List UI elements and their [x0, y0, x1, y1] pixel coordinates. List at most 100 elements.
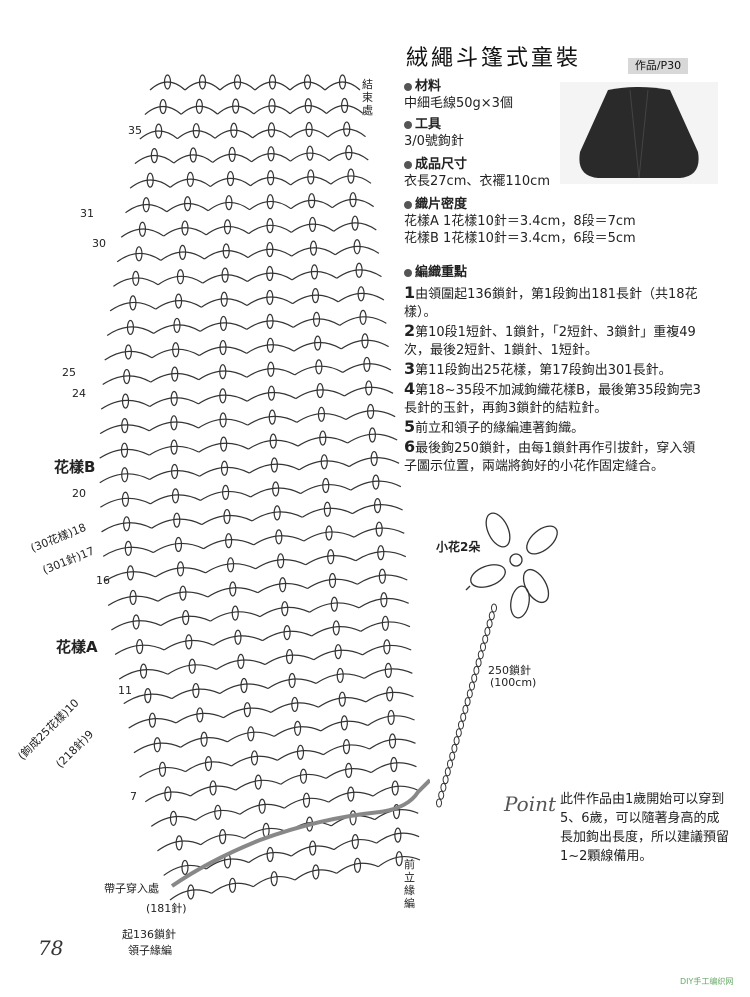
point-mark: Point [504, 792, 557, 816]
page-number: 78 [38, 936, 64, 960]
stitch-bobble [355, 262, 363, 278]
stitch-bobble [136, 638, 144, 655]
stitch-arc [100, 497, 151, 508]
stitch-bobble [173, 317, 181, 334]
stitch-arc [257, 582, 308, 594]
row-31: 31 [80, 207, 94, 220]
stitch-bobble [268, 74, 277, 90]
stitch-arc [290, 199, 333, 210]
stitch-arc [195, 809, 241, 821]
stitch-bobble [384, 662, 392, 678]
stitch-bobble [383, 639, 391, 655]
chain-stitch [491, 603, 497, 613]
stitch-arc [151, 518, 203, 529]
stitch-arc [307, 578, 358, 589]
stitch-bobble [243, 702, 251, 718]
stitch-arc [210, 177, 251, 188]
stitch-arc [270, 702, 319, 713]
stitch-bobble [347, 786, 355, 802]
stitch-arc [250, 176, 292, 187]
stitch-arc [207, 587, 258, 598]
stitch-arc [291, 845, 335, 857]
chain-stitch [471, 673, 478, 683]
stitch-bobble [395, 851, 403, 867]
stitch-bobble [250, 750, 259, 766]
stitch-bobble [146, 172, 154, 188]
stitch-bobble [361, 333, 369, 349]
chain-stitch [484, 626, 491, 636]
stitch-bobble [266, 337, 274, 353]
stitch-arc [249, 463, 300, 474]
tools-heading: 工具 [404, 116, 464, 133]
stitch-bobble [221, 484, 230, 501]
step-4: 4第18~35段不加減鉤織花樣B，最後第35段鉤完3長針的玉針，再鉤3鎖針的結粒… [404, 379, 701, 417]
stitch-bobble [359, 309, 367, 325]
step-6: 6最後鉤250鎖針，由每1鎖針再作引拔針，穿入領子圖示位置，兩端將鉤好的小花作固… [404, 437, 696, 475]
stitch-arc [292, 318, 341, 328]
stitch-arc [100, 399, 151, 410]
stitch-181-label: (181針) [146, 902, 187, 915]
stitch-arc [334, 245, 380, 256]
stitch-bobble [225, 195, 233, 211]
stitch-arc [231, 755, 278, 767]
stitch-bobble [325, 525, 333, 541]
stitch-arc [163, 639, 214, 651]
materials-value: 中細毛線50g×3個 [404, 96, 513, 111]
stitch-bobble [299, 768, 308, 784]
stitch-arc [246, 320, 294, 330]
stitch-arc [248, 851, 292, 864]
stitch-bobble [221, 267, 229, 283]
stitch-arc [125, 203, 168, 214]
stitch-bobble [320, 454, 328, 470]
stitch-bobble [268, 409, 276, 425]
stitch-arc [305, 555, 357, 566]
stitch-arc [173, 154, 214, 164]
stitch-bobble [219, 339, 227, 356]
stitch-bobble [392, 803, 401, 820]
stitch-arc [296, 413, 347, 423]
pattern-a-label: 花樣A [56, 638, 98, 656]
stitch-arc [340, 339, 389, 350]
stitch-arc [311, 626, 362, 637]
stitch-arc [357, 574, 408, 585]
stitch-bobble [277, 553, 285, 569]
row-25: 25 [62, 366, 76, 379]
stitch-arc [273, 726, 322, 737]
stitch-bobble [231, 605, 239, 621]
chain-stitch [451, 743, 458, 753]
stitch-arc [190, 785, 236, 797]
stitch-bobble [187, 884, 195, 900]
stitch-arc [328, 151, 369, 162]
stitch-bobble [230, 122, 238, 138]
collar-edge-label: 領子緣編 [128, 944, 172, 957]
stitch-arc [144, 105, 182, 115]
stitch-arc [99, 448, 150, 459]
stitch-arc [251, 153, 291, 163]
stitch-bobble [279, 577, 287, 593]
stitch-arc [318, 697, 367, 708]
stitch-arc [291, 247, 336, 257]
chain-stitch [458, 720, 464, 730]
stitch-arc [309, 602, 360, 613]
stitch-arc [102, 375, 152, 386]
stitch-bobble [366, 403, 375, 420]
stitch-bobble [296, 744, 305, 760]
stitch-arc [111, 620, 162, 631]
stitch-arc [149, 81, 186, 91]
stitch-arc [105, 571, 156, 582]
stitch-bobble [275, 529, 283, 545]
chain-stitch [486, 619, 493, 629]
row-30: 30 [92, 237, 106, 250]
stitch-arc [177, 129, 216, 140]
stitch-bobble [330, 596, 338, 612]
stitch-arc [109, 301, 157, 312]
stitch-bobble [266, 241, 274, 258]
stitch-bobble [132, 270, 140, 286]
stitch-arc [202, 274, 248, 284]
stitch-arc [372, 785, 418, 797]
row-20: 20 [72, 487, 86, 500]
stitch-bobble [273, 505, 281, 521]
stitch-arc [253, 535, 305, 546]
step-1: 1由領圍起136鎖針，第1段鉤出181長針（共18花樣）。 [404, 283, 698, 321]
stitch-bobble [347, 168, 355, 184]
